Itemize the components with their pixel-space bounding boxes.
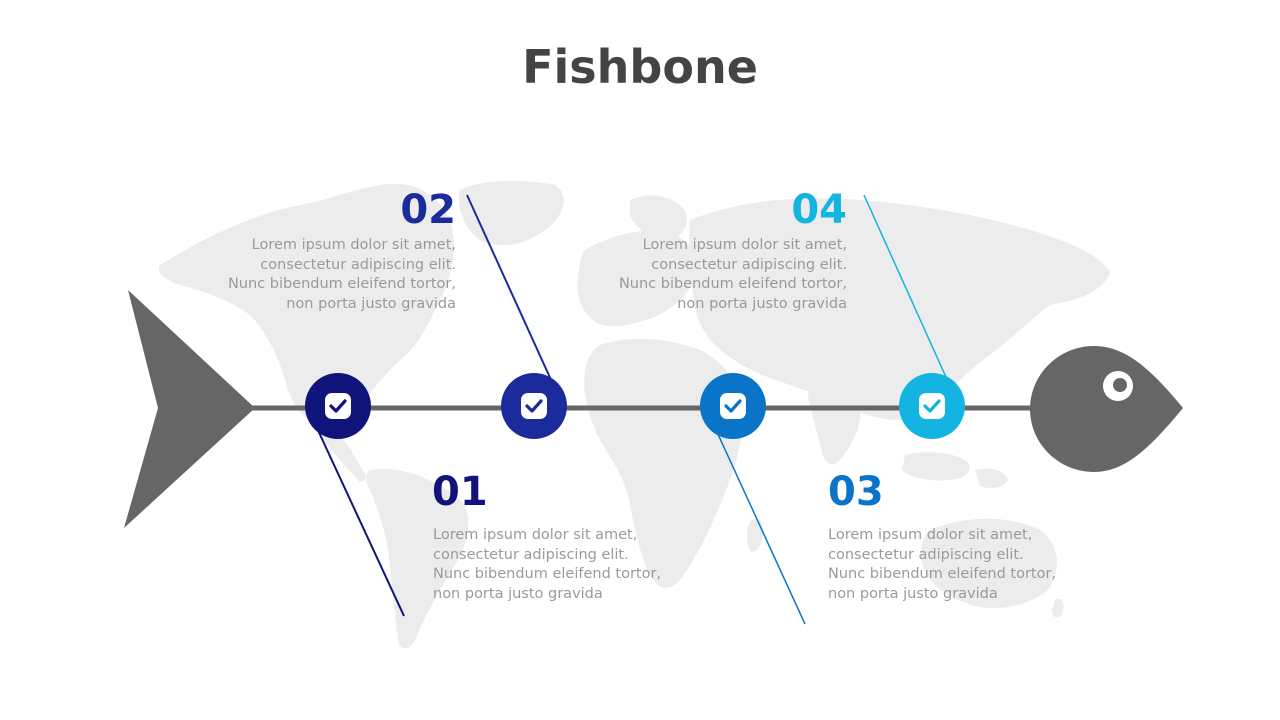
fish-tail [124,290,255,528]
check-badge-icon [325,393,351,419]
check-badge-icon [521,393,547,419]
check-icon [923,399,941,413]
item-number-01: 01 [432,469,488,515]
fish-head [1030,346,1183,472]
rib-line-03 [716,431,806,625]
node-04 [899,373,965,439]
item-number-02: 02 [400,187,456,233]
item-number-04: 04 [791,187,847,233]
item-description-03: Lorem ipsum dolor sit amet, consectetur … [828,527,1057,602]
item-description-02: Lorem ipsum dolor sit amet, consectetur … [227,237,456,312]
page-title: Fishbone [522,40,758,94]
node-03 [700,373,766,439]
rib-line-01 [315,425,405,617]
item-description-01: Lorem ipsum dolor sit amet, consectetur … [433,527,662,602]
fish-pupil [1113,378,1127,392]
check-icon [525,399,543,413]
node-02 [501,373,567,439]
check-icon [724,399,742,413]
world-map-background [158,180,1110,649]
check-badge-icon [919,393,945,419]
item-number-03: 03 [828,469,884,515]
rib-line-04 [863,194,951,387]
item-description-04: Lorem ipsum dolor sit amet, consectetur … [618,237,847,312]
rib-line-02 [466,194,553,383]
node-01 [305,373,371,439]
check-badge-icon [720,393,746,419]
check-icon [329,399,347,413]
